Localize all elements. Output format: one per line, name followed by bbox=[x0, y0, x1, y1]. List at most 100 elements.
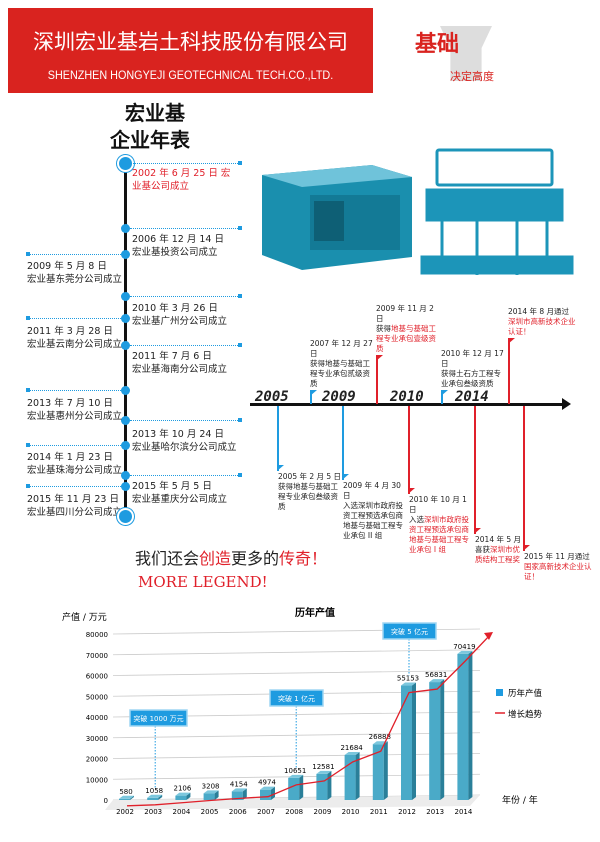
bar-top bbox=[344, 752, 360, 756]
connector-end-icon bbox=[26, 252, 30, 256]
event-text-highlight: 深圳市高新技术企业认证！ bbox=[508, 317, 576, 336]
data-label: 580 bbox=[119, 788, 132, 796]
bar-side bbox=[186, 792, 191, 800]
event-text: 宏业基云南分公司成立 bbox=[27, 339, 123, 350]
timeline-dot-icon bbox=[121, 471, 130, 480]
event-text: 深圳市高新技术企业认证！ bbox=[508, 317, 578, 337]
slogan-highlight: 传奇！ bbox=[279, 549, 328, 568]
data-label: 21684 bbox=[340, 744, 363, 752]
bar-side bbox=[383, 741, 388, 800]
event-text-highlight: 地基与基础工程专业承包壹级资质 bbox=[376, 324, 436, 353]
bar-top bbox=[231, 788, 247, 792]
bar-side bbox=[299, 774, 304, 800]
data-label: 12581 bbox=[312, 763, 334, 771]
bar-top bbox=[429, 679, 445, 683]
connector-line bbox=[130, 296, 238, 297]
milestone-event: 2010 年 10 月 1 日入选深圳市政府投资工程预选承包商地基与基础工程专业… bbox=[409, 495, 473, 555]
data-label: 3208 bbox=[202, 782, 220, 790]
bar-top bbox=[260, 786, 275, 790]
y-tick-label: 10000 bbox=[86, 776, 108, 784]
bar-side bbox=[130, 795, 134, 800]
bar bbox=[147, 797, 159, 800]
timeline-axis bbox=[250, 403, 565, 406]
data-label: 56831 bbox=[425, 671, 447, 679]
event-text: 获得地基与基础工程专业承包壹级资质 bbox=[376, 324, 440, 354]
milestone-pole bbox=[523, 406, 525, 551]
data-label: 4974 bbox=[258, 779, 276, 787]
timeline-event: 2015 年 5 月 5 日宏业基重庆分公司成立 bbox=[132, 480, 227, 506]
milestone-event: 2015 年 11 月通过国家高新技术企业认证！ bbox=[524, 552, 594, 582]
bar bbox=[203, 793, 215, 800]
bar bbox=[175, 795, 187, 800]
connector-end-icon bbox=[26, 443, 30, 447]
x-tick-label: 2013 bbox=[426, 808, 444, 816]
connector-line bbox=[130, 228, 238, 229]
slogan-highlight: 创造 bbox=[199, 549, 232, 568]
bar-top bbox=[288, 774, 304, 778]
company-name-cn: 深圳宏业基岩土科技股份有限公司 bbox=[33, 30, 348, 54]
flag-icon bbox=[408, 488, 415, 494]
flag-icon bbox=[277, 465, 284, 471]
bar-top bbox=[401, 682, 416, 686]
gridline bbox=[112, 732, 481, 739]
timeline-event: 2015 年 11 月 23 日宏业基四川分公司成立 bbox=[27, 493, 122, 519]
event-text-part: 获得 bbox=[376, 324, 391, 333]
event-text-part: 喜获 bbox=[475, 545, 490, 554]
connector-line bbox=[130, 163, 238, 164]
data-label: 55153 bbox=[397, 675, 419, 683]
milestone-event: 2005 年 2 月 5 日获得地基与基础工程专业承包叁级资质 bbox=[278, 472, 342, 512]
event-date: 2011 年 7 月 6 日 bbox=[132, 351, 212, 362]
timeline-dot-icon bbox=[119, 157, 132, 170]
callout-box bbox=[129, 709, 188, 727]
milestone-pole bbox=[508, 338, 510, 404]
flag-icon bbox=[376, 355, 383, 361]
bar-top bbox=[203, 790, 219, 794]
page-title-line2: 企业年表 bbox=[110, 128, 190, 152]
connector-line bbox=[28, 318, 121, 319]
event-text: 宏业基海南分公司成立 bbox=[132, 364, 228, 375]
event-date: 2014 年 1 月 23 日 bbox=[27, 452, 113, 463]
event-text: 入选深圳市政府投资工程预选承包商地基与基础工程专业承包 I 组 bbox=[409, 515, 473, 555]
x-tick-label: 2004 bbox=[172, 808, 190, 816]
y-axis-label: 产值 / 万元 bbox=[62, 611, 107, 623]
arrow-right-icon bbox=[562, 398, 571, 410]
x-tick-label: 2011 bbox=[370, 808, 388, 816]
flag-icon bbox=[310, 390, 317, 396]
event-date: 2006 年 12 月 14 日 bbox=[132, 234, 224, 245]
event-date: 2015 年 5 月 5 日 bbox=[132, 481, 212, 492]
connector-end-icon bbox=[238, 294, 242, 298]
event-text-part: 获得地基与基础工程专业承包贰级资质 bbox=[310, 359, 370, 388]
y-tick-label: 20000 bbox=[86, 756, 108, 764]
timeline-dot-icon bbox=[121, 441, 130, 450]
connector-end-icon bbox=[238, 343, 242, 347]
bar bbox=[372, 744, 384, 800]
milestone-event: 2009 年 4 月 30 日入选深圳市政府投资工程预选承包商地基与基础工程专业… bbox=[343, 481, 407, 541]
timeline-axis bbox=[124, 163, 127, 517]
gridline bbox=[112, 670, 481, 676]
connector-line bbox=[28, 254, 121, 255]
y-tick-label: 40000 bbox=[86, 714, 108, 722]
connector-line bbox=[28, 486, 121, 487]
connector-line bbox=[130, 345, 238, 346]
event-text: 国家高新技术企业认证！ bbox=[524, 562, 594, 582]
data-label: 4154 bbox=[230, 780, 248, 788]
connector-end-icon bbox=[238, 226, 242, 230]
connector-line bbox=[28, 445, 121, 446]
timeline-dot-icon bbox=[121, 482, 130, 491]
flag-icon bbox=[441, 390, 448, 396]
legend-item: 增长趋势 bbox=[508, 709, 543, 720]
event-text-part: 获得土石方工程专业承包叁级资质 bbox=[441, 369, 501, 388]
bar-side bbox=[327, 770, 332, 800]
slogan-part: 更多的 bbox=[231, 549, 280, 568]
bar-side bbox=[158, 794, 163, 800]
x-tick-label: 2007 bbox=[257, 808, 275, 816]
event-date: 2015 年 11 月 23 日 bbox=[27, 494, 119, 505]
connector-line bbox=[130, 475, 238, 476]
event-text: 宏业基哈尔滨分公司成立 bbox=[132, 442, 237, 453]
bar-side bbox=[468, 650, 473, 800]
connector-end-icon bbox=[26, 484, 30, 488]
event-text: 宏业基惠州分公司成立 bbox=[27, 411, 123, 422]
callout-text: 突破 1000 万元 bbox=[133, 714, 183, 723]
x-tick-label: 2009 bbox=[313, 808, 331, 816]
event-date: 2007 年 12 月 27 日 bbox=[310, 339, 373, 358]
